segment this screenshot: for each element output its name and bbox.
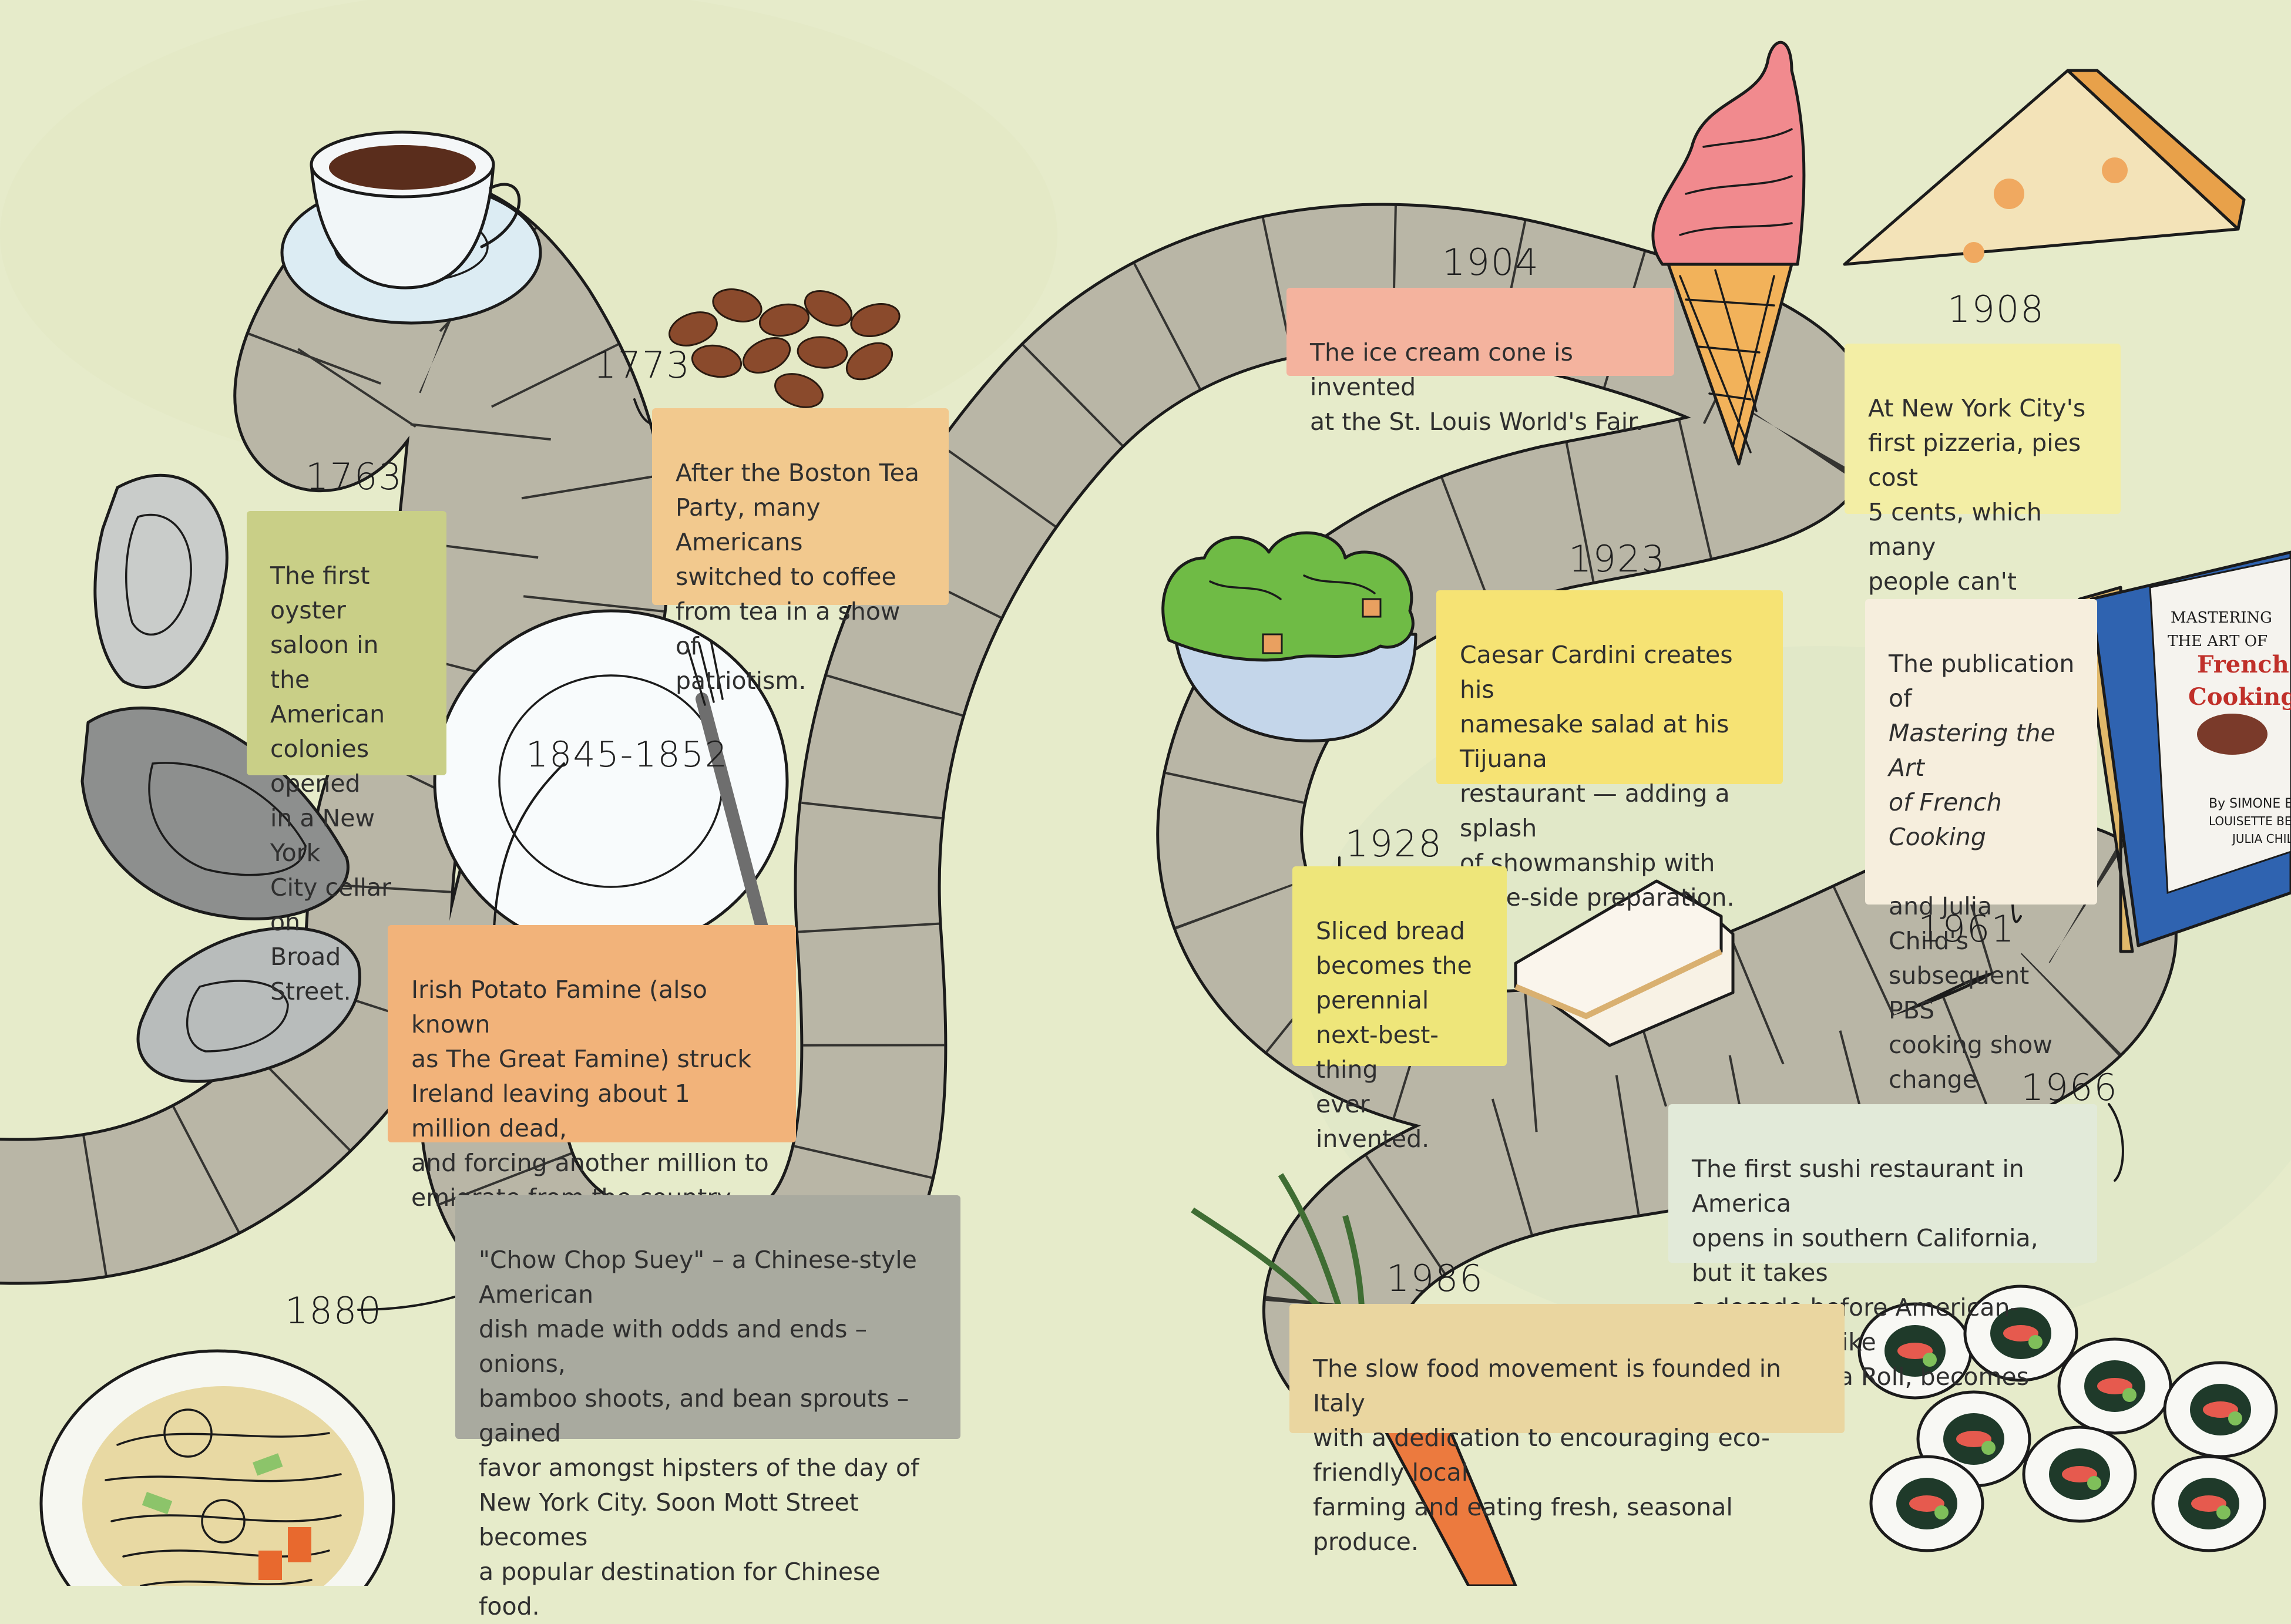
event-1763-year: 1763: [305, 455, 403, 498]
event-1961-year: 1961: [1918, 907, 2015, 950]
coffee-cup-icon: [280, 130, 542, 325]
oysters-icon: [80, 473, 361, 1083]
event-1880-year: 1880: [285, 1289, 382, 1332]
book-authors-line2: LOUISETTE BE: [2209, 814, 2291, 828]
event-1773-card: After the Boston Tea Party, many America…: [652, 408, 949, 695]
event-1928-year: 1928: [1345, 822, 1443, 865]
pizza-slice-icon: [1843, 69, 2246, 266]
event-1880-card: "Chow Chop Suey" – a Chinese-style Ameri…: [455, 1195, 960, 1620]
event-1845-year: 1845-1852: [526, 734, 729, 775]
sushi-rolls-icon: [1857, 1285, 2278, 1552]
book-title-line1: MASTERING: [2171, 609, 2272, 627]
event-1908-card: At New York City's first pizzeria, pies …: [1845, 344, 2121, 630]
book-title-line2: THE ART OF: [2168, 633, 2268, 650]
event-1845-card: Irish Potato Famine (also known as The G…: [388, 925, 796, 1212]
ice-cream-cone-icon: [1651, 41, 1806, 466]
book-title-line4: Cooking: [2188, 683, 2291, 711]
event-1763-text: The first oyster saloon in the American …: [270, 561, 391, 1006]
book-authors-line3: JULIA CHILD: [2231, 832, 2291, 846]
event-1986-year: 1986: [1386, 1257, 1484, 1300]
event-1904-text: The ice cream cone is invented at the St…: [1310, 338, 1644, 436]
event-1966-card: The first sushi restaurant in America op…: [1668, 1104, 2097, 1425]
event-1961-book-title: Mastering the Art of French Cooking: [1889, 719, 2055, 851]
plate-fork-icon: [433, 609, 789, 953]
event-1961-text-pre: The publication of: [1889, 650, 2075, 712]
cookbook-icon: MASTERING THE ART OF French Cooking By S…: [2078, 550, 2291, 953]
winding-path: [0, 176, 2178, 1398]
event-1961-card: The publication of Mastering the Art of …: [1865, 599, 2097, 1232]
event-1966-year: 1966: [2021, 1066, 2118, 1109]
event-1773-text: After the Boston Tea Party, many America…: [676, 459, 919, 695]
event-1923-card: Caesar Cardini creates his namesake sala…: [1436, 590, 1783, 912]
event-1923-year: 1923: [1568, 537, 1666, 580]
event-1928-card: Sliced bread becomes the perennial next-…: [1292, 866, 1507, 1153]
chop-suey-plate-icon: [39, 1349, 395, 1586]
book-authors-line1: By SIMONE BE: [2209, 796, 2291, 811]
event-1773-year: 1773: [593, 344, 691, 386]
event-1904-year: 1904: [1442, 241, 1540, 284]
event-1763-card: The first oyster saloon in the American …: [247, 511, 446, 1006]
event-1923-text: Caesar Cardini creates his namesake sala…: [1460, 641, 1735, 912]
event-1880-text: "Chow Chop Suey" – a Chinese-style Ameri…: [479, 1246, 919, 1620]
event-1986-card: The slow food movement is founded in Ita…: [1289, 1304, 1845, 1556]
event-1904-card: The ice cream cone is invented at the St…: [1286, 288, 1674, 436]
book-title-line3: French: [2197, 651, 2289, 678]
event-1986-text: The slow food movement is founded in Ita…: [1313, 1354, 1782, 1556]
event-1928-text: Sliced bread becomes the perennial next-…: [1316, 917, 1472, 1153]
coffee-beans-icon: [669, 288, 901, 408]
event-1845-text: Irish Potato Famine (also known as The G…: [411, 976, 769, 1212]
event-1908-year: 1908: [1947, 288, 2045, 331]
salad-bowl-icon: [1161, 531, 1417, 742]
sliced-bread-icon: [1514, 879, 1735, 1047]
